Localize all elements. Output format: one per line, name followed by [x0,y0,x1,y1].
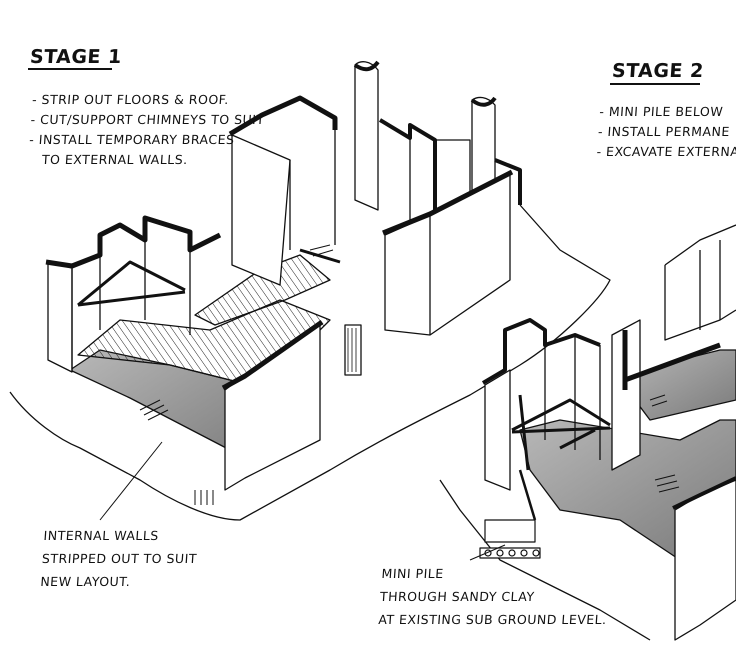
stage1-title: STAGE 1 [29,46,123,68]
stage2-note-1: - MINI PILE BELOW [598,104,724,119]
stage1-left-wall [47,261,73,373]
pile-line-3: AT EXISTING SUB GROUND LEVEL. [377,612,608,627]
stage1-brace [77,260,186,307]
stage1-door [344,324,362,376]
stage1-callout-leader [99,441,163,521]
stage1-title-underline [28,68,112,70]
stage2-title-underline [610,83,700,85]
stage2-left-wall [484,369,511,491]
stage2-beam [622,330,721,390]
stage2-brace [511,398,611,450]
stage1-left-wall-cap [45,215,222,269]
stage1-note-4: TO EXTERNAL WALLS. [41,152,189,167]
stage2-note-3: - EXCAVATE EXTERNA [596,144,736,159]
stage1-note-2: - CUT/SUPPORT CHIMNEYS TO SUIT [30,112,266,127]
stage2-back-wall [611,319,641,471]
stage2-callout-leader [469,544,506,561]
stage1-ground-outline [9,204,611,521]
mini-pile-rig [479,469,541,559]
internal-walls-callout: INTERNAL WALLS STRIPPED OUT TO SUIT NEW … [40,524,200,593]
stage2-ground-outline [439,479,651,641]
stage1-building [9,60,611,521]
callout-line-3: NEW LAYOUT. [39,574,131,589]
pile-line-1: MINI PILE [381,566,445,581]
callout-line-1: INTERNAL WALLS [43,528,160,543]
mini-pile-callout: MINI PILE THROUGH SANDY CLAY AT EXISTING… [378,562,611,631]
stage1-chimney [354,61,379,211]
stage1-back-wall [231,134,291,286]
callout-line-2: STRIPPED OUT TO SUIT [41,551,198,566]
stage2-title: STAGE 2 [611,60,705,82]
stage1-right-wall [384,174,511,336]
pile-line-2: THROUGH SANDY CLAY [379,589,536,604]
stage1-note-3: - INSTALL TEMPORARY BRACES [28,132,236,147]
stage1-note-1: - STRIP OUT FLOORS & ROOF. [31,92,230,107]
stage2-building [439,224,736,641]
stage2-notes: - MINI PILE BELOW - INSTALL PERMANE - EX… [596,102,736,162]
stage2-note-2: - INSTALL PERMANE [597,124,731,139]
stage1-notes: - STRIP OUT FLOORS & ROOF. - CUT/SUPPORT… [27,90,266,170]
